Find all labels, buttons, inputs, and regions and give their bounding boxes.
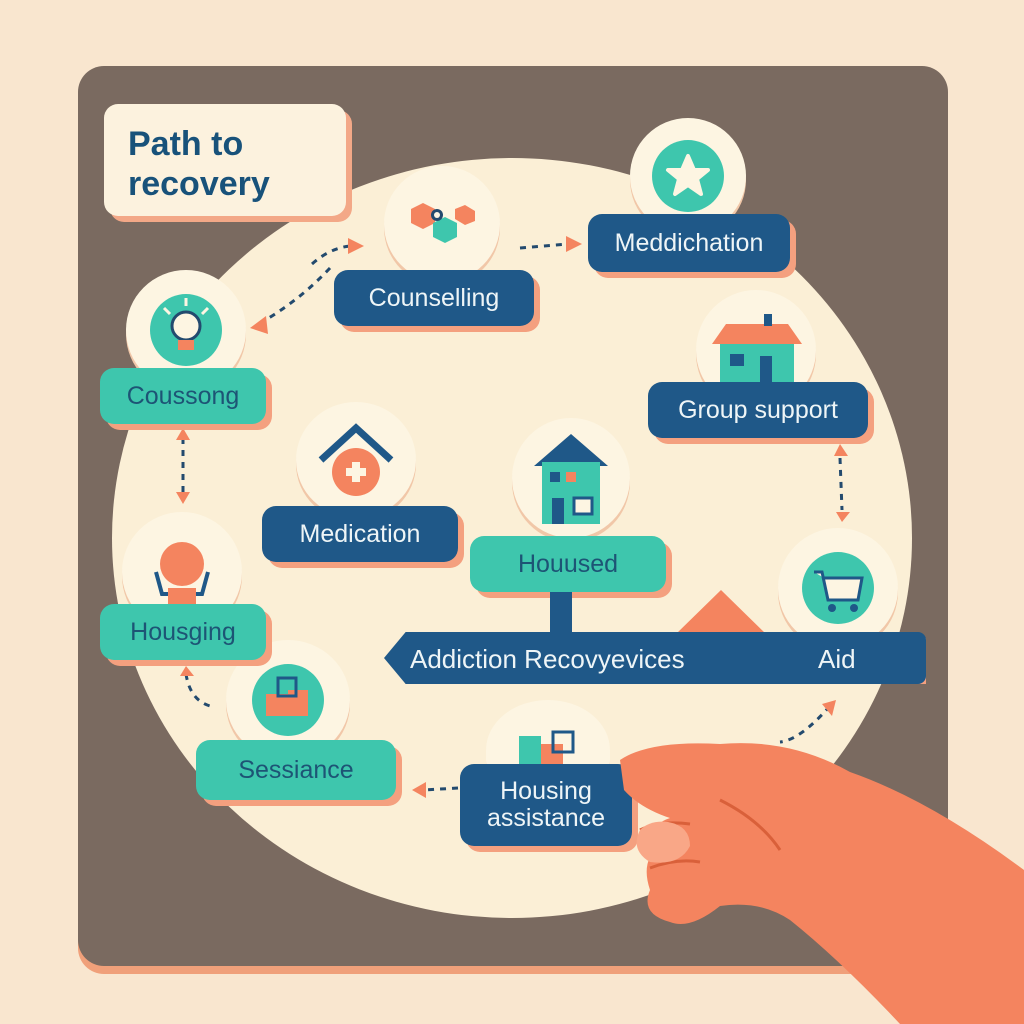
node-medication-top: Meddichation [588,214,790,272]
node-housing-assistance-line2: assistance [486,804,606,832]
cart-icon [802,552,874,624]
molecule-icon [411,203,475,243]
title-card: Path to recovery [104,104,346,216]
banner-aid-label: Aid [818,644,856,674]
house-icon [534,434,608,524]
addiction-recovery-banner: Addiction Recovyevices Aid [384,632,926,684]
node-sessiance-label: Sessiance [238,755,354,784]
node-group-support: Group support [648,382,868,438]
arrowhead [180,666,194,676]
counselling-icon-bubble [384,166,500,282]
arrow-housing-left-down [184,673,211,708]
node-sessiance: Sessiance [196,740,396,800]
node-medication-center-label: Medication [299,519,421,548]
arrowhead [822,700,836,716]
node-housing-left-label: Housging [130,617,236,646]
medication-center-icon-bubble [296,402,416,518]
arrowhead [176,428,190,440]
cottage-icon [712,314,802,382]
node-group-support-label: Group support [678,395,838,424]
arrowhead [348,238,364,254]
arrow-aid-to-housing [779,705,832,744]
housed-icon-bubble [512,418,630,538]
node-medication-top-label: Meddichation [614,228,764,257]
blocks-icon [252,664,324,736]
node-medication-center: Medication [262,506,458,562]
arrow-right-vertical [838,457,844,511]
coral-triangle-marker [676,590,766,634]
node-counseling-left-label: Coussong [126,381,240,410]
node-counselling-label: Counselling [368,283,500,312]
node-counseling-left: Coussong [100,368,266,424]
arrowhead [834,444,848,456]
node-housing-assistance: Housing assistance [460,764,632,846]
arrow-housing-assist-to-sessiance [423,786,459,792]
diagram-title: Path to recovery [128,125,270,203]
lightbulb-icon [150,294,222,366]
node-housed: Houused [470,536,666,592]
star-icon [652,140,724,212]
housed-connector [550,592,572,634]
banner-main-label: Addiction Recovyevices [410,644,685,674]
arrowhead [176,492,190,504]
home-plus-icon [318,423,394,496]
puzzle-icon [519,730,575,766]
arrowhead [412,782,426,798]
arrow-counselling-to-medication [519,242,569,250]
arrowhead [250,316,268,334]
arrowhead [566,236,582,252]
node-counselling: Counselling [334,270,534,326]
arrowhead [836,512,850,522]
node-housing-assistance-line1: Housing [500,777,592,805]
node-housing-left: Housging [100,604,266,660]
node-housed-label: Houused [517,549,619,578]
hands-icon [154,542,210,608]
aid-icon-bubble [778,528,898,648]
arrow-counselling-up [311,244,351,266]
